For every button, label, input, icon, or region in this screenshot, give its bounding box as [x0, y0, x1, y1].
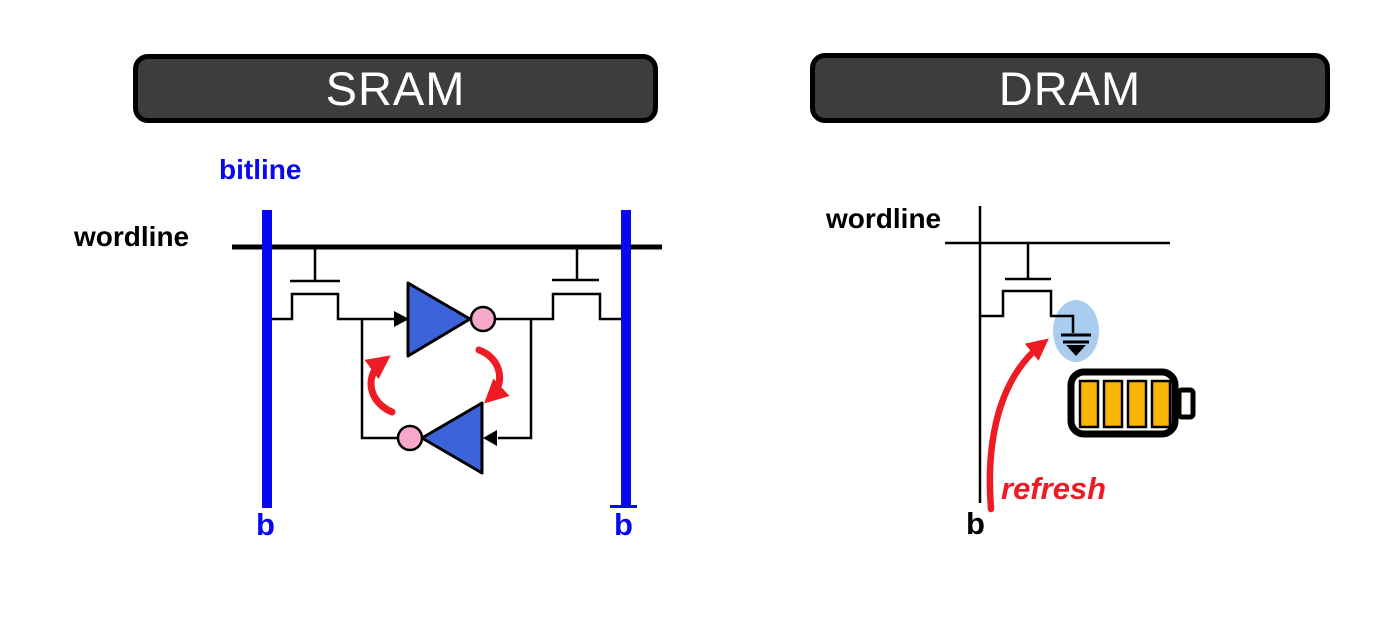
dram-bit-label: b — [966, 506, 985, 541]
cross-couple-wire-left — [360, 319, 398, 440]
dram-title-bar: DRAM — [810, 53, 1330, 123]
battery-charge-bar — [1078, 379, 1100, 429]
sram-title-bar: SRAM — [133, 54, 658, 123]
nmos-transistor-icon — [552, 249, 599, 282]
dram-cell-schematic — [945, 206, 1196, 513]
battery-charge-bar — [1102, 379, 1124, 429]
inversion-bubble-icon — [469, 305, 497, 333]
wire-arrowhead-left-icon — [483, 430, 497, 446]
sram-bit-complement-label: b — [610, 505, 637, 542]
sram-access-transistor-right — [495, 249, 627, 321]
dram-title-text: DRAM — [998, 61, 1142, 115]
dram-access-transistor — [980, 244, 1075, 333]
sram-access-transistor-left — [267, 249, 396, 321]
dram-refresh-label: refresh — [1001, 471, 1107, 506]
nmos-transistor-icon — [290, 249, 340, 283]
battery-charge-bar — [1126, 379, 1148, 429]
inverter-icon — [406, 281, 472, 358]
sram-cell-schematic — [232, 210, 662, 508]
sram-bitline-label: bitline — [219, 154, 302, 185]
capacitor-ground-icon — [1061, 333, 1091, 356]
inverter-icon — [420, 401, 484, 475]
cross-coupled-inverters — [396, 281, 497, 475]
battery-charge-bar — [1150, 379, 1172, 429]
inversion-bubble-icon — [396, 424, 424, 452]
sram-wordline-label: wordline — [74, 221, 190, 252]
battery-icon — [1067, 368, 1196, 438]
nmos-transistor-icon — [1005, 244, 1051, 281]
sram-title-text: SRAM — [325, 62, 466, 115]
refresh-arrow-icon — [986, 338, 1049, 513]
dram-wordline-label: wordline — [826, 203, 942, 234]
sram-bit-label: b — [256, 507, 275, 542]
wire-arrowhead-right-icon — [394, 311, 409, 327]
cross-couple-wire-right — [498, 319, 533, 440]
circular-arrows-icon — [364, 346, 510, 416]
battery-terminal-nub — [1176, 387, 1196, 420]
